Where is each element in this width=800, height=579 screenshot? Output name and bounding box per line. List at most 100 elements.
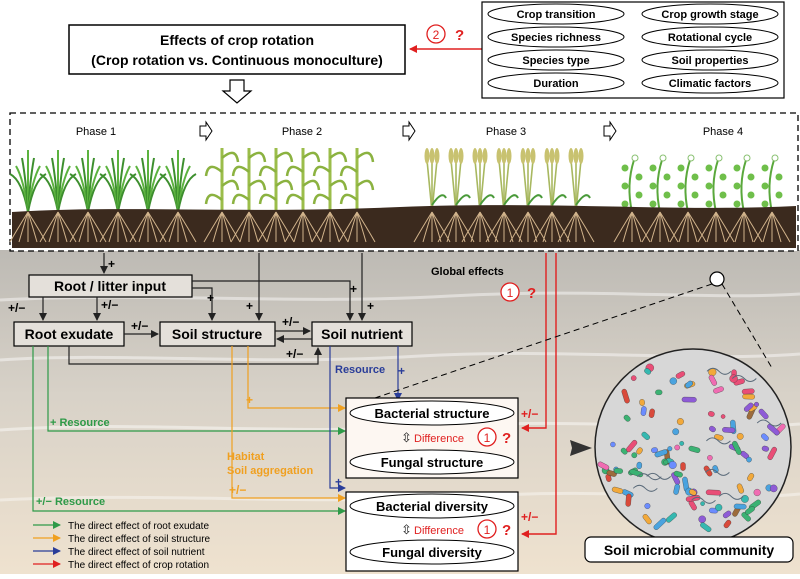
wheat-ear: [429, 148, 435, 164]
pea-leaf: [663, 191, 671, 199]
root-strand: [221, 211, 241, 243]
title-line-1: Effects of crop rotation: [160, 32, 314, 48]
coccus-cell: [644, 503, 651, 509]
wheat-stem: [426, 159, 433, 213]
bacterium-cell: [642, 514, 652, 525]
root-strand: [117, 211, 137, 243]
root-strand: [87, 211, 107, 243]
pea-leaf: [635, 191, 643, 199]
arrow-exudate-nutrient: [68, 346, 322, 365]
sign-plus: +: [350, 282, 357, 296]
difference-question: ?: [502, 522, 511, 539]
bacterium-cell: [651, 447, 658, 453]
root-strand: [509, 211, 529, 243]
wheat-leaf: [479, 194, 495, 206]
bacterium-cell: [613, 468, 623, 474]
fungal-hypha: [632, 484, 658, 492]
maize-leaf: [302, 151, 321, 163]
sign-plus-minus: +/−: [131, 319, 148, 333]
pea-leaf: [747, 173, 755, 181]
bacterium-cell: [733, 503, 747, 510]
root-strand: [485, 211, 505, 243]
root-strand: [533, 211, 553, 243]
legend-label: The direct effect of soil nutrient: [68, 547, 205, 558]
pea-leaf: [705, 200, 713, 208]
root-strand: [78, 211, 89, 243]
pea-leaf: [649, 164, 657, 172]
wheat-ear: [434, 148, 440, 164]
pea-leaf: [677, 182, 685, 190]
maize-leaf: [248, 151, 267, 163]
phase-label: Phase 3: [486, 126, 526, 138]
bacterium-cell: [741, 388, 755, 395]
grass-leaf: [27, 173, 47, 213]
orange-plus-minus-sign: +/−: [229, 483, 246, 497]
wheat-ear: [482, 148, 488, 164]
root-strand: [503, 211, 523, 243]
root-strand: [284, 211, 304, 243]
coccus-cell: [669, 377, 677, 385]
legend-label: The direct effect of soil structure: [68, 534, 211, 545]
habitat-label: Habitat: [227, 451, 265, 463]
fungal-hypha: [706, 367, 732, 375]
black-arrows: [39, 253, 366, 365]
wheat-stem: [570, 159, 577, 213]
pea-leaf: [775, 173, 783, 181]
bacterium-cell: [700, 522, 712, 533]
difference-arrows-icon: ⇳: [401, 430, 412, 445]
maize-leaf: [258, 193, 277, 205]
wheat-ear: [520, 148, 526, 164]
wheat-ear: [472, 148, 478, 164]
maize-leaf: [221, 179, 240, 191]
root-strand: [678, 211, 689, 243]
root-strand: [302, 211, 313, 243]
wheat-ear: [549, 148, 555, 164]
coccus-cell: [707, 455, 713, 461]
wheat-leaf: [431, 194, 447, 206]
coccus-cell: [754, 401, 759, 407]
factor-ellipse: [487, 26, 625, 48]
black-arrow-signs: + +/− +/− + + + + +/− +/− +/−: [8, 257, 374, 361]
bacterium-cell: [625, 493, 632, 507]
root-strand: [329, 211, 340, 243]
root-strand: [69, 211, 89, 243]
bacterium-cell: [626, 439, 638, 453]
bacterium-cell: [641, 431, 650, 440]
green-arrows: [32, 346, 346, 515]
bacterium-cell: [732, 440, 742, 455]
root-strand: [431, 211, 442, 243]
root-strand: [551, 211, 562, 243]
root-strand: [518, 211, 529, 243]
root-strand: [659, 211, 670, 243]
pea-leaf: [663, 173, 671, 181]
root-strand: [687, 211, 698, 243]
maize-leaf: [302, 179, 321, 191]
crop-plants: [9, 148, 783, 213]
wheat-ear: [477, 148, 483, 164]
difference-arrows-icon: ⇳: [401, 522, 412, 537]
root-strand: [734, 211, 745, 243]
wheat-leaf: [503, 194, 519, 206]
exudate-to-diversity-arrow: [32, 346, 346, 515]
coccus-cell: [631, 452, 638, 459]
root-strand: [431, 211, 451, 243]
bacterium-cell: [709, 425, 716, 433]
soil-aggregation-label: Soil aggregation: [227, 465, 313, 477]
root-strand: [168, 211, 179, 243]
maize-leaf: [329, 151, 348, 163]
bacterium-cell: [621, 388, 630, 404]
pea-leaf: [705, 164, 713, 172]
microbe-cells: [597, 363, 786, 533]
bacterium-cell: [636, 447, 643, 455]
nutrient-to-diversity-arrow: [329, 346, 346, 492]
global-effects-question: ?: [527, 285, 536, 302]
root-strand: [771, 211, 791, 243]
root-strand: [239, 211, 250, 243]
factor-label: Duration: [533, 78, 579, 90]
wheat-ear: [525, 148, 531, 164]
bacterium-cell: [639, 399, 645, 406]
root-strand: [275, 211, 295, 243]
root-strand: [446, 211, 457, 243]
